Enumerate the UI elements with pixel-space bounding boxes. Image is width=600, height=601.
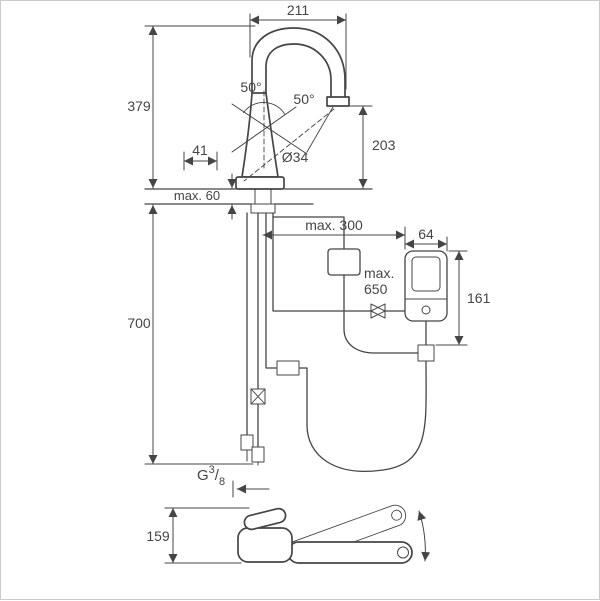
- spout-tip-detail: [397, 546, 409, 559]
- control-unit-housing: [404, 250, 448, 322]
- dim-label-cable-max-word: max.: [364, 265, 394, 281]
- handle-swivel-arc: [243, 102, 286, 115]
- dim-label-supply-length: 700: [127, 315, 151, 331]
- dimension-lines: [144, 13, 468, 564]
- check-valve-cross: [250, 388, 266, 405]
- base-escutcheon: [235, 176, 285, 190]
- spray-hose: [265, 212, 278, 369]
- handle-position-line-right: [231, 103, 308, 155]
- countertop-section: [144, 188, 373, 214]
- dim-label-spout-reach: 211: [287, 2, 310, 18]
- line-work: [144, 13, 468, 564]
- dim-label-unit-height: 161: [467, 290, 491, 306]
- spout-outlet-aerator: [326, 96, 350, 107]
- dim-label-unit-width: 64: [418, 226, 434, 242]
- thread-slash: /: [215, 467, 220, 484]
- dim-label-cable-max-value: 650: [364, 281, 388, 297]
- hose-fitting-2: [251, 446, 265, 463]
- spout-inner-outline: [265, 43, 332, 98]
- dim-label-outlet-height: 203: [372, 137, 396, 153]
- spout-outer-outline: [251, 27, 346, 98]
- thread-size-label: G3/8: [197, 464, 225, 488]
- spout-plan-outline: [287, 541, 413, 564]
- thread-g: G: [197, 467, 209, 484]
- electronic-control-unit: [404, 250, 448, 362]
- dim-label-height: 379: [127, 98, 151, 114]
- valve-hose: [272, 212, 372, 312]
- control-unit-port: [421, 305, 431, 315]
- power-cable-lower: [343, 274, 419, 354]
- mounting-nut: [250, 203, 276, 214]
- hose-fitting-1: [240, 434, 254, 451]
- diameter-leader-line: [306, 106, 334, 153]
- thread-numerator: 3: [209, 464, 215, 476]
- under-counter-assembly: [240, 212, 427, 472]
- angle-label-left: 50°: [240, 79, 261, 95]
- spout-swivel-arc: [417, 510, 431, 562]
- lever-handle-plan: [243, 507, 287, 531]
- non-return-valve: [370, 303, 386, 319]
- thread-denominator: 8: [219, 476, 225, 488]
- faucet-top-down-view: [237, 504, 431, 564]
- dim-label-hose-max: max. 300: [305, 217, 363, 233]
- spray-direction-line: [243, 108, 335, 182]
- faucet-base-plan: [237, 527, 293, 563]
- angle-label-right: 50°: [293, 91, 314, 107]
- power-plug-box: [327, 248, 361, 276]
- handle-position-line-left: [231, 106, 297, 153]
- unit-connector: [417, 344, 435, 362]
- dimension-labels: 211 379 50° 50° 41 Ø34 203 max. 60 max. …: [127, 2, 490, 544]
- inline-component: [276, 360, 300, 376]
- connection-hose-loop: [298, 360, 427, 472]
- spout-ghost-tip: [391, 509, 403, 521]
- dim-label-base-height: 159: [146, 528, 170, 544]
- dim-label-offset: 41: [192, 142, 208, 158]
- dim-label-diameter: Ø34: [282, 149, 309, 165]
- dim-label-deck-max: max. 60: [174, 188, 220, 203]
- faucet-front-view: [231, 27, 350, 190]
- control-unit-insert: [411, 256, 441, 292]
- faucet-body-cone: [241, 92, 279, 178]
